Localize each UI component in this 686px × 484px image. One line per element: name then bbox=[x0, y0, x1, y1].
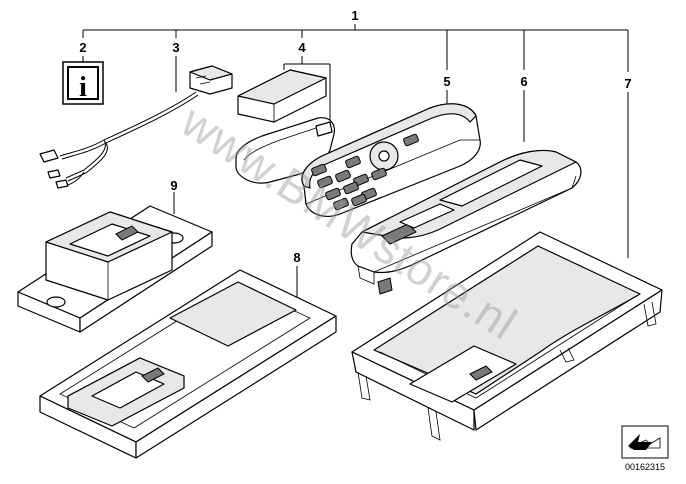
callout-4: 4 bbox=[298, 40, 306, 55]
cable-harness bbox=[39, 65, 233, 189]
cradle-base-plate bbox=[17, 205, 213, 333]
console-insert bbox=[39, 269, 337, 459]
handset-keypad bbox=[311, 133, 419, 211]
storage-tray bbox=[351, 231, 663, 441]
leader-lines bbox=[82, 24, 629, 300]
callout-2: 2 bbox=[79, 40, 86, 55]
document-id: 00162315 bbox=[625, 462, 665, 472]
callout-1: 1 bbox=[351, 8, 358, 23]
callout-5: 5 bbox=[443, 74, 450, 89]
view-direction-icon bbox=[621, 425, 669, 459]
callout-8: 8 bbox=[293, 250, 300, 265]
info-icon: i bbox=[62, 61, 104, 105]
battery-pack bbox=[237, 69, 327, 123]
callout-labels: 1 2 3 4 5 6 7 8 9 bbox=[79, 8, 631, 265]
callout-6: 6 bbox=[520, 74, 527, 89]
telephone-handset bbox=[301, 103, 481, 217]
info-icon-glyph: i bbox=[79, 72, 87, 103]
callout-9: 9 bbox=[170, 178, 177, 193]
handset-cradle bbox=[350, 149, 582, 295]
callout-7: 7 bbox=[624, 76, 631, 91]
callout-3: 3 bbox=[172, 40, 179, 55]
